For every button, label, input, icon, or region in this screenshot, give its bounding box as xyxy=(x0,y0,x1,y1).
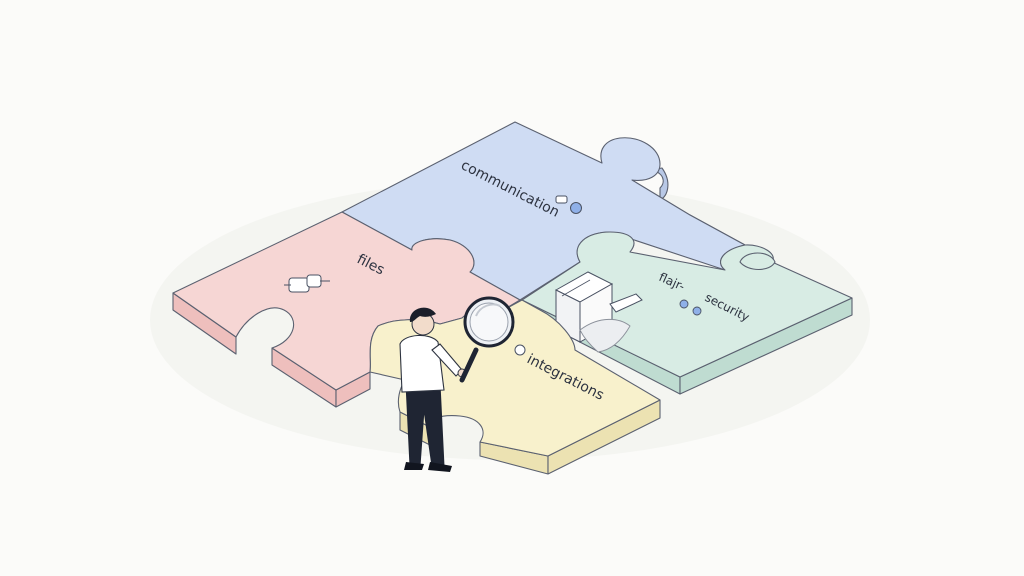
puzzle-piece-security: flajr- security xyxy=(521,231,853,395)
magnifying-glass-icon xyxy=(459,296,515,383)
person-figure xyxy=(399,307,467,472)
document-icon xyxy=(579,293,643,353)
puzzle-piece-files: files xyxy=(172,211,521,408)
puzzle-piece-integrations: integrations xyxy=(369,299,661,475)
puzzle-piece-communication: communication xyxy=(341,121,746,301)
plug-icon xyxy=(284,274,330,293)
person-hair xyxy=(409,307,436,322)
integrations-dot-icon xyxy=(514,344,526,356)
security-knob xyxy=(739,252,776,271)
security-dots-icon xyxy=(679,299,702,316)
person-shirt xyxy=(399,334,445,393)
chat-bubble-icon xyxy=(555,195,582,214)
